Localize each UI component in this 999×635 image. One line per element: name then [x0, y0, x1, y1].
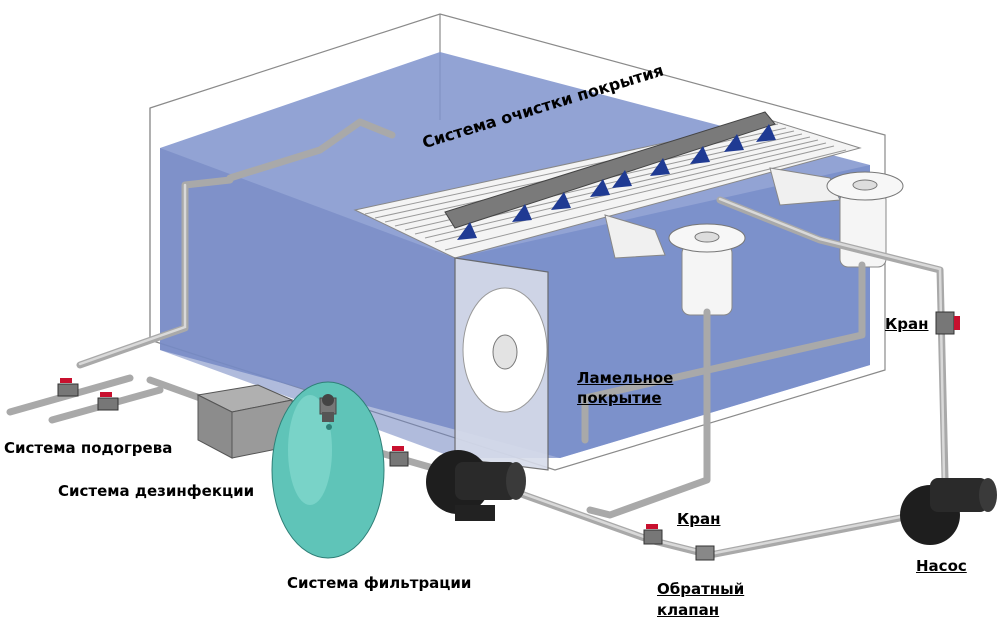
cleaning-system-bar	[444, 111, 776, 240]
valve-right	[935, 311, 960, 335]
valve-bottom	[643, 524, 663, 545]
valve-heating-2	[97, 392, 119, 411]
label-lamella-line2: покрытие	[577, 389, 662, 407]
skimmer-left	[604, 214, 746, 316]
label-disinfection-system: Система дезинфекции	[58, 482, 255, 500]
valves	[57, 311, 960, 561]
label-check-valve-line2: клапан	[657, 601, 720, 619]
circulation-pump	[900, 478, 997, 545]
label-lamella-line1: Ламельное	[577, 369, 674, 387]
label-check-valve-line1: Обратный	[657, 580, 745, 598]
filter-pump	[426, 450, 526, 521]
label-valve-right: Кран	[885, 315, 929, 333]
label-valve-bottom: Кран	[677, 510, 721, 528]
cover-roll	[462, 287, 548, 413]
label-filtration-system: Система фильтрации	[287, 574, 472, 592]
spray-nozzles	[457, 124, 776, 240]
label-pump: Насос	[916, 557, 967, 575]
label-heating-system: Система подогрева	[4, 439, 173, 457]
check-valve	[695, 545, 715, 561]
filter-tank	[271, 381, 385, 559]
valve-filter	[389, 446, 409, 467]
skimmer-right	[769, 167, 904, 268]
valve-heating-1	[57, 378, 79, 397]
